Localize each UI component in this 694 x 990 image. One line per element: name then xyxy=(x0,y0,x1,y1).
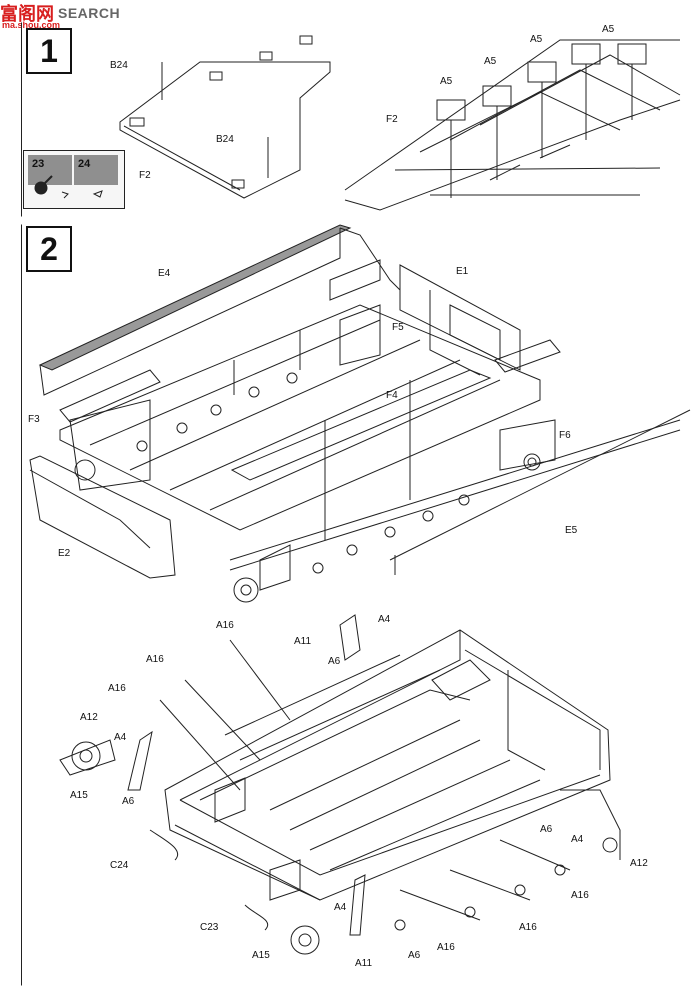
label-a6-left: A6 xyxy=(122,796,135,807)
step-1-number: 1 xyxy=(26,28,72,74)
label-a11-bot: A11 xyxy=(355,958,373,969)
label-c23: C23 xyxy=(200,922,219,933)
assembly-tip-box: 23 24 xyxy=(23,150,125,209)
step-1-frame xyxy=(21,22,683,217)
watermark: 富阁网 SEARCH ma.shou.com xyxy=(0,0,121,30)
arrow-icon xyxy=(92,190,103,198)
label-e2: E2 xyxy=(58,548,71,559)
label-a16-r3: A16 xyxy=(437,942,455,953)
step-2-frame xyxy=(21,224,683,986)
step1-right-frame xyxy=(344,39,681,211)
label-f6: F6 xyxy=(559,430,571,441)
label-a4-right: A4 xyxy=(571,834,584,845)
label-a5-1: A5 xyxy=(440,76,453,87)
tip-part-24-label: 24 xyxy=(78,158,91,170)
label-a6-right: A6 xyxy=(540,824,553,835)
label-a5-4: A5 xyxy=(602,24,615,35)
label-a6-bot: A6 xyxy=(408,950,421,961)
label-a16-r1: A16 xyxy=(571,890,589,901)
glue-bottle-icon xyxy=(34,181,48,195)
label-f5: F5 xyxy=(392,322,404,333)
label-a16-3: A16 xyxy=(108,683,126,694)
label-a4-bot: A4 xyxy=(334,902,347,913)
label-a4-left: A4 xyxy=(114,732,127,743)
step-2-number: 2 xyxy=(26,226,72,272)
label-e1: E1 xyxy=(456,266,469,277)
label-a11-top: A11 xyxy=(294,636,312,647)
label-e5: E5 xyxy=(565,525,578,536)
label-f4: F4 xyxy=(386,390,398,401)
label-c24: C24 xyxy=(110,860,129,871)
label-a16-2: A16 xyxy=(146,654,164,665)
step1-left-plate xyxy=(119,35,331,199)
watermark-url: ma.shou.com xyxy=(2,20,61,30)
label-b24-mid: B24 xyxy=(216,134,234,145)
tip-part-24: 24 xyxy=(74,155,118,185)
label-a4-top: A4 xyxy=(378,614,391,625)
label-a12-left: A12 xyxy=(80,712,98,723)
tip-part-23: 23 xyxy=(28,155,72,185)
label-f3: F3 xyxy=(28,414,40,425)
label-a6-top: A6 xyxy=(328,656,341,667)
tip-part-23-label: 23 xyxy=(32,158,45,170)
small-part-icon xyxy=(61,191,69,199)
step2-upper-hull xyxy=(29,224,691,603)
label-f2-right: F2 xyxy=(386,114,398,125)
label-f2-left: F2 xyxy=(139,170,151,181)
label-a16-r2: A16 xyxy=(519,922,537,933)
label-b24-top: B24 xyxy=(110,60,128,71)
label-a16-1: A16 xyxy=(216,620,234,631)
label-a15-bot: A15 xyxy=(252,950,270,961)
step2-lower-hull xyxy=(59,614,621,955)
label-a5-2: A5 xyxy=(484,56,497,67)
watermark-chinese: 富阁网 xyxy=(0,4,54,25)
label-e4: E4 xyxy=(158,268,171,279)
label-a12-right: A12 xyxy=(630,858,648,869)
label-a5-3: A5 xyxy=(530,34,543,45)
watermark-brand: SEARCH xyxy=(58,5,121,21)
label-a15-left: A15 xyxy=(70,790,88,801)
